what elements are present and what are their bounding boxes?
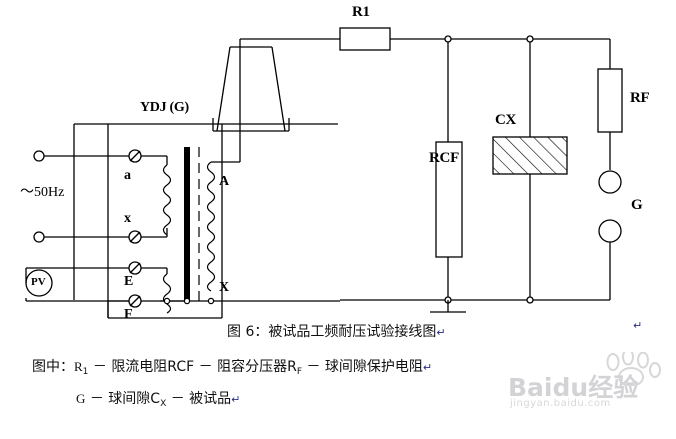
core-foot-node-3 <box>207 297 215 305</box>
ground-node-cx <box>526 296 534 304</box>
legend-g-symbol: G <box>76 391 86 406</box>
legend-item-4-base: 球间隙C <box>108 391 161 407</box>
hv-node-rcf <box>444 35 452 43</box>
terminal-a-slash <box>129 150 141 162</box>
sphere-gap-G-label: G <box>631 197 643 213</box>
legend-item-1: 限流电阻RCF <box>111 359 195 375</box>
hv-node-cx <box>526 35 534 43</box>
rcf-label: RCF <box>429 150 459 166</box>
hv-terminal-X-label: X <box>219 280 229 295</box>
legend-1-pilcrow: ↵ <box>422 361 433 374</box>
terminal-E-label: E <box>124 274 134 289</box>
legend-line-2: G － 球间隙CX － 被试品↵ <box>76 392 240 409</box>
legend-2-pilcrow: ↵ <box>231 393 241 406</box>
terminal-E-slash <box>129 262 141 274</box>
legend-item-2-sub: F <box>296 367 302 377</box>
legend-dash-5: － <box>170 391 185 407</box>
primary-coil-upper <box>162 164 172 236</box>
legend-item-4-sub: X <box>160 399 167 409</box>
transformer-label: YDJ (G) <box>140 100 189 115</box>
legend-item-2-base: 阻容分压器R <box>217 359 297 375</box>
source-terminal-top <box>33 150 45 162</box>
core-foot-node-1 <box>163 297 171 305</box>
source-terminal-bottom <box>33 231 45 243</box>
terminal-x-label: x <box>124 211 131 226</box>
resistor-r1-label: R1 <box>352 4 370 20</box>
legend-item-3: 球间隙保护电阻 <box>324 359 423 375</box>
legend-r1-base: R <box>74 359 83 374</box>
sphere-gap-upper-electrode <box>598 170 622 194</box>
figure-caption: 图 6：被试品工频耐压试验接线图↵ <box>227 325 446 339</box>
legend-item-5: 被试品 <box>189 391 232 407</box>
cx-body-hatched <box>492 136 568 175</box>
transformer-core-bar <box>184 147 190 301</box>
secondary-coil-hv <box>206 161 216 292</box>
pv-meter-label: PV <box>31 276 46 288</box>
sphere-gap-lower-electrode <box>598 219 622 243</box>
caption-pilcrow: ↵ <box>436 326 446 339</box>
legend-dash-1: － <box>92 359 107 375</box>
bushing-left-edge <box>216 46 231 132</box>
terminal-x-slash <box>129 231 141 243</box>
legend-dash-3: － <box>306 359 321 375</box>
resistor-r1-body <box>339 27 391 51</box>
rf-body <box>597 68 623 133</box>
legend-r1-sub: 1 <box>82 367 89 377</box>
figure-caption-text: 图 6：被试品工频耐压试验接线图 <box>227 324 437 340</box>
rf-label: RF <box>630 90 650 106</box>
legend-dash-4: － <box>89 391 104 407</box>
legend-prefix: 图中： <box>32 359 74 375</box>
terminal-F-label: F <box>124 307 133 322</box>
primary-coil-lower <box>162 273 172 314</box>
terminal-F-slash <box>129 295 141 307</box>
bushing-right-edge <box>271 46 286 132</box>
legend-dash-2: － <box>198 359 213 375</box>
stray-pilcrow: ↵ <box>633 319 643 332</box>
source-label: ～50Hz <box>20 185 65 200</box>
terminal-a-label: a <box>124 168 131 183</box>
hv-terminal-A-label: A <box>219 174 229 189</box>
rcf-body <box>435 141 463 258</box>
cx-label: CX <box>495 112 517 128</box>
core-foot-node-2 <box>183 297 191 305</box>
legend-line-1: 图中：R1 － 限流电阻RCF － 阻容分压器RF － 球间隙保护电阻↵ <box>32 360 432 377</box>
